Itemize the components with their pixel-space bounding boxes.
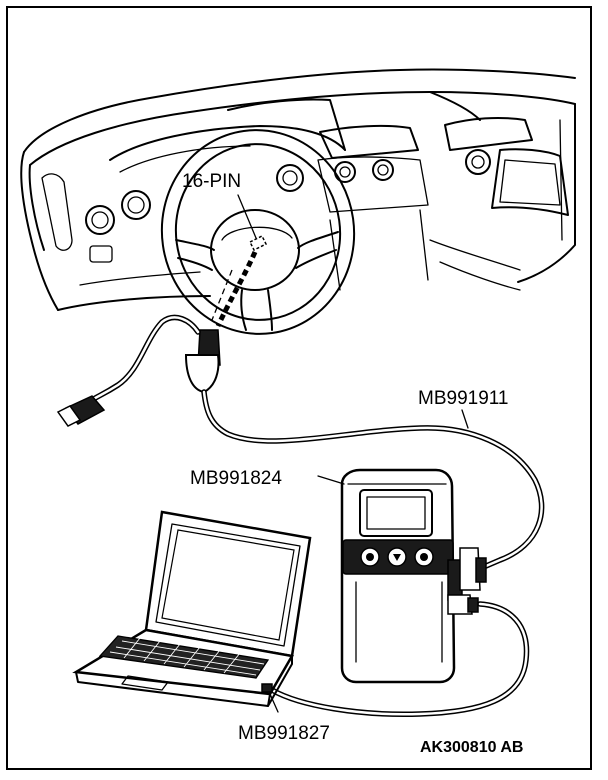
diagnostic-tool-illustration <box>340 468 487 684</box>
dashboard-illustration <box>20 68 576 311</box>
interface-label: MB991824 <box>190 468 282 489</box>
usb-cable <box>269 601 530 718</box>
figure-code: AK300810 AB <box>420 739 523 756</box>
obd-cable <box>56 251 545 569</box>
connector-label: 16-PIN <box>182 171 241 192</box>
steering-wheel-illustration <box>160 129 356 335</box>
usb-cable-label: MB991827 <box>238 723 330 744</box>
laptop-illustration <box>72 510 312 707</box>
figure-frame <box>6 6 592 770</box>
cable-label: MB991911 <box>418 388 509 409</box>
obd-connector <box>237 194 268 252</box>
